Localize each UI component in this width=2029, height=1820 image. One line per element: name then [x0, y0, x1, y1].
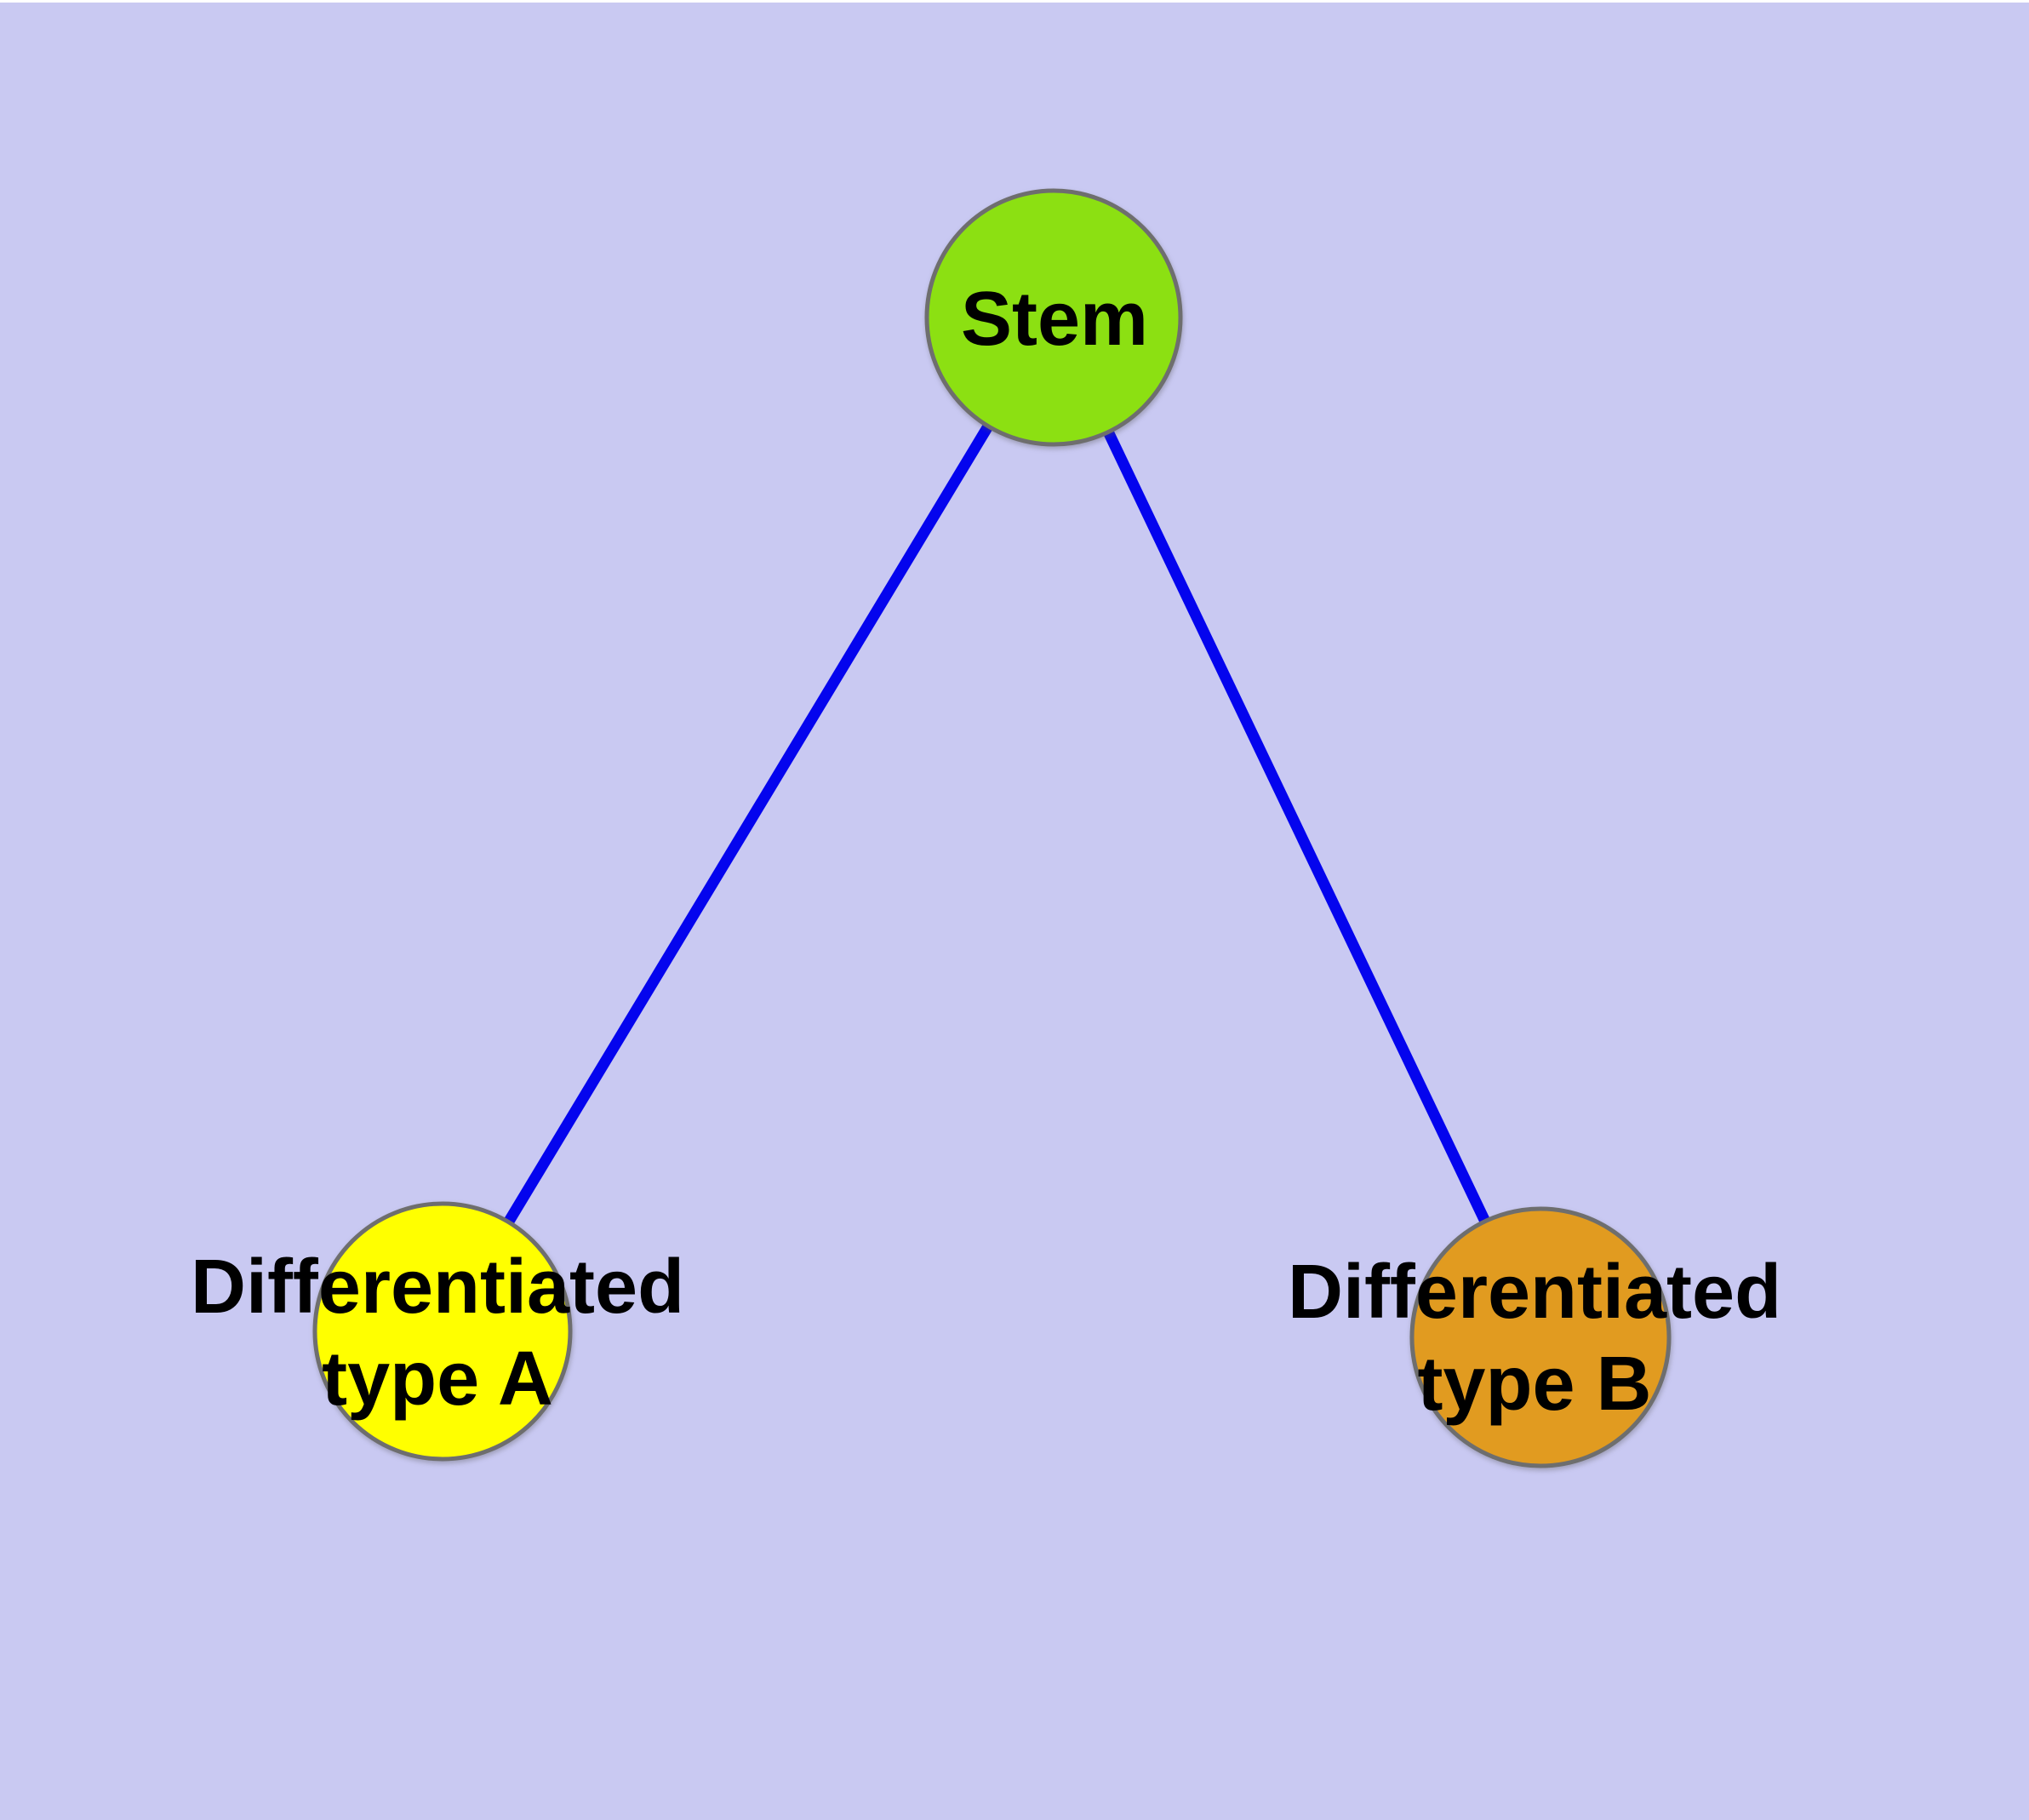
top-margin-strip	[0, 0, 2029, 3]
edge-stem-to-type-a[interactable]	[437, 314, 1059, 1335]
edge-stem-to-type-b[interactable]	[1049, 315, 1546, 1340]
node-stem[interactable]	[924, 188, 1183, 447]
node-differentiated-type-b[interactable]	[1409, 1206, 1672, 1468]
node-differentiated-type-a[interactable]	[312, 1201, 573, 1462]
